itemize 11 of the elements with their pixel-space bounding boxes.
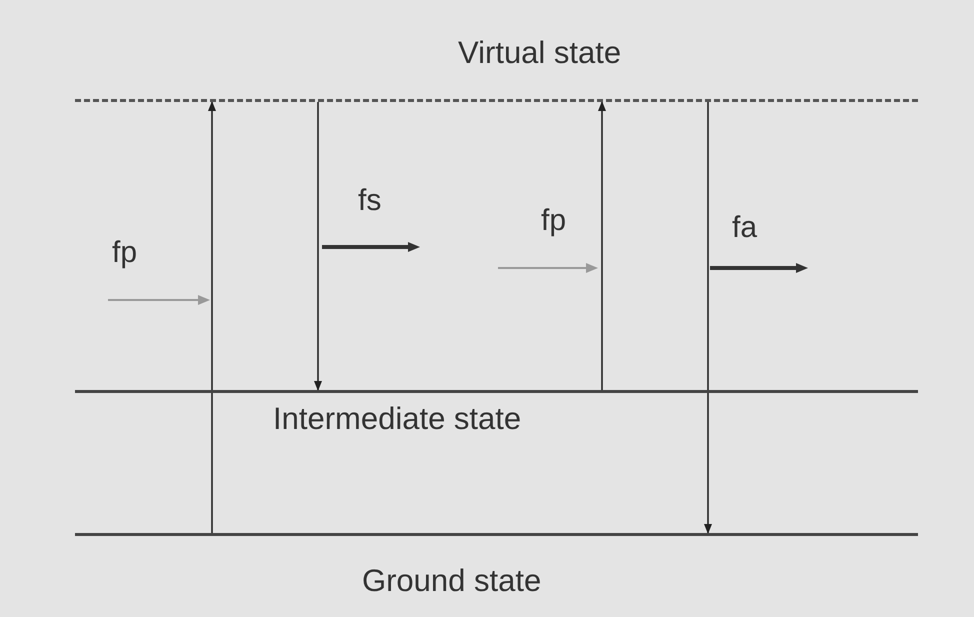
state-label: Intermediate state [273,401,522,437]
transition-arrow [704,102,712,534]
frequency-label: fs [358,184,382,218]
frequency-label: fp [541,204,566,238]
transition-arrow [208,101,216,533]
state-label: Ground state [362,563,542,599]
state-label: Virtual state [458,35,622,71]
transition-arrow [314,102,322,391]
frequency-label: fp [112,236,138,270]
transition-arrow [598,101,606,390]
frequency-label: fa [732,211,758,245]
